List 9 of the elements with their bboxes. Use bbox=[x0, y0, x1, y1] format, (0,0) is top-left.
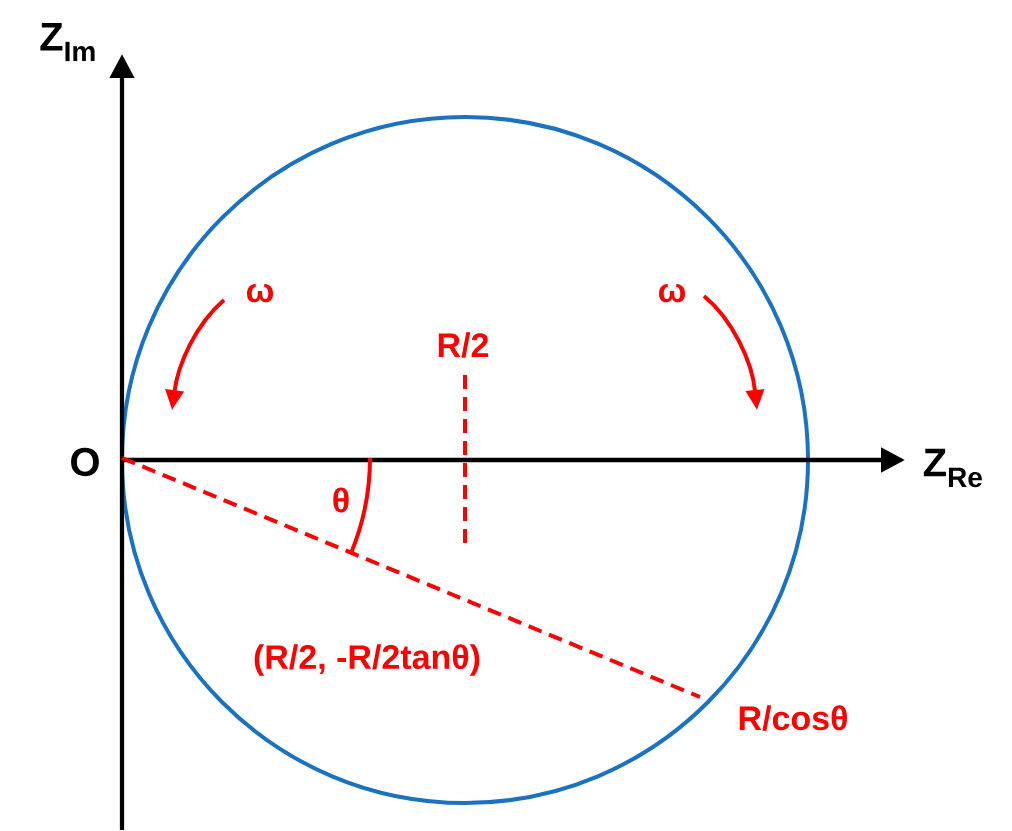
radius-label: R/2 bbox=[438, 332, 489, 358]
axis-label: Z$_{Re}$ bbox=[923, 448, 982, 488]
omega-label: ω bbox=[659, 283, 686, 303]
angle-label: θ bbox=[333, 487, 349, 513]
axis-label: Z$_{Im}$ bbox=[40, 22, 95, 62]
origin-label: O bbox=[71, 447, 99, 477]
length-label: R/cosθ bbox=[739, 705, 847, 731]
omega-label: ω bbox=[247, 283, 274, 303]
coordinate-label: (R/2, -R/2tanθ) bbox=[254, 644, 480, 676]
